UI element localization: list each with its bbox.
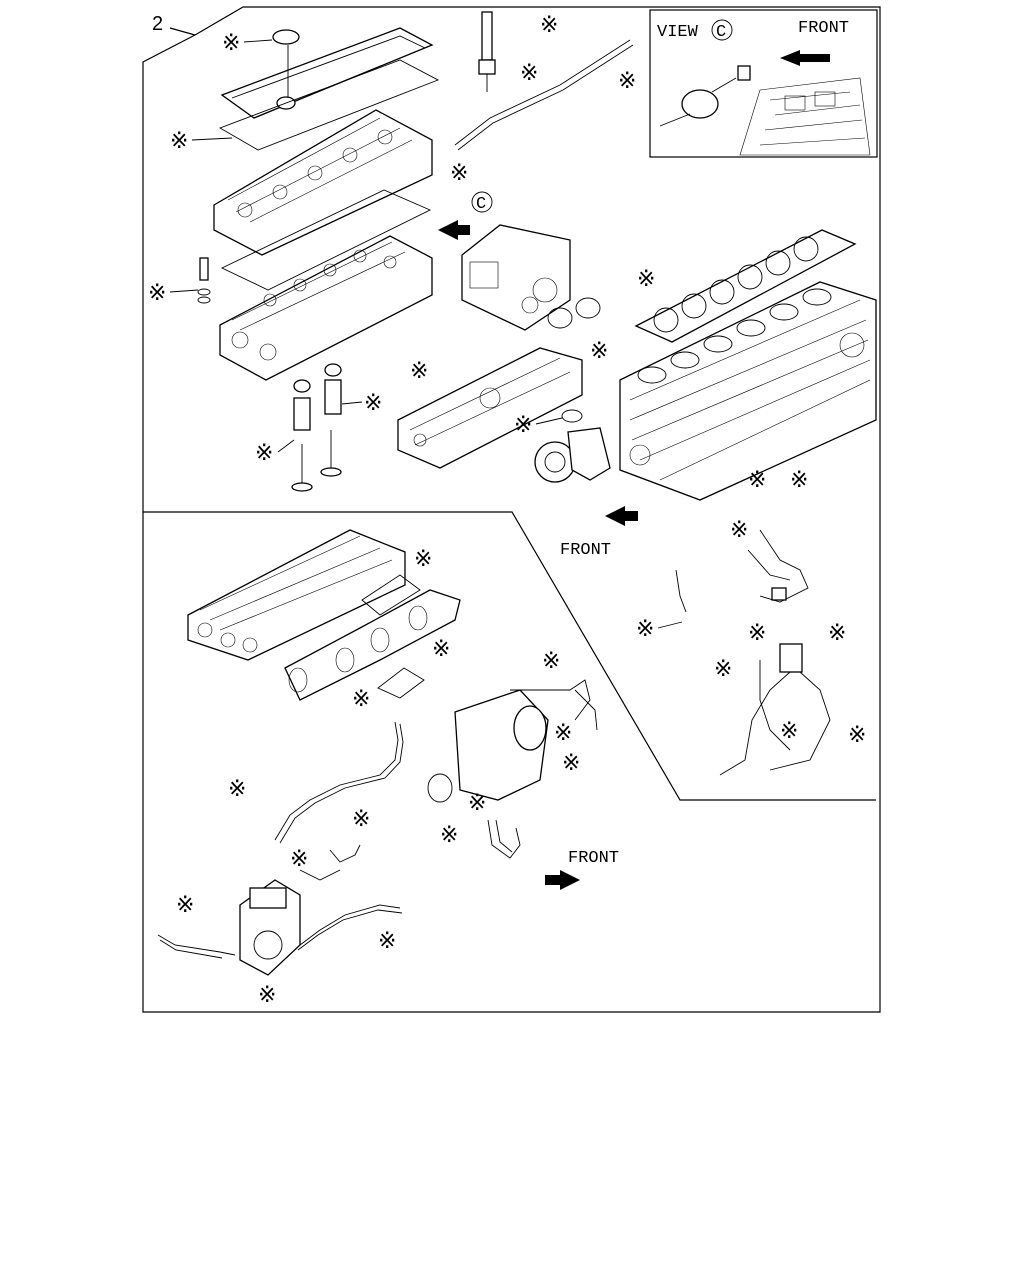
kit-marker: ※ [432,637,450,662]
kit-marker: ※ [440,823,458,848]
cylinder-head [219,235,433,381]
kit-marker: ※ [290,847,308,872]
kit-marker: ※ [148,281,166,306]
oil-lines-lower-right [719,643,831,776]
kit-marker: ※ [514,413,532,438]
camshaft-carrier [213,109,433,256]
front-arrow-lower [545,870,580,890]
kit-marker: ※ [352,687,370,712]
kit-marker: ※ [170,129,188,154]
exhaust-manifold [284,589,461,701]
kit-marker: ※ [848,723,866,748]
outer-frame [142,6,881,1013]
cylinder-block [619,281,877,501]
exhaust-manifold-gasket [361,574,421,616]
kit-markers: ※ ※ ※ ※ ※ ※ ※ ※ ※ ※ ※ ※ ※ ※ ※ ※ ※ ※ ※ ※ … [148,13,866,1008]
kit-marker: ※ [748,621,766,646]
view-label: VIEW [657,23,699,42]
front-label-inset: FRONT [798,19,849,38]
turbo-oring [427,773,453,803]
water-pump [534,409,611,483]
valve-assembly [291,363,342,492]
fuel-injector [478,11,496,92]
front-arrow-inset [780,50,830,66]
kit-marker: ※ [222,31,240,56]
kit-marker: ※ [618,69,636,94]
coolant-line [274,721,404,844]
small-pipes [299,844,361,881]
kit-marker: ※ [714,657,732,682]
front-housing [461,224,601,331]
kit-marker: ※ [730,518,748,543]
cylinder-head-lower [187,529,406,661]
oil-feed-pipe [510,679,598,731]
kit-marker: ※ [554,721,572,746]
compressor-lines [157,904,403,959]
view-letter: C [716,23,726,42]
injector-harness [454,39,634,151]
kit-marker: ※ [176,893,194,918]
kit-marker: ※ [468,791,486,816]
kit-marker: ※ [450,161,468,186]
kit-marker: ※ [378,929,396,954]
kit-marker: ※ [258,983,276,1008]
cam-carrier-gasket [220,189,432,291]
front-arrow-middle [605,506,638,526]
kit-marker: ※ [255,441,273,466]
oil-filler-cap [272,29,300,45]
kit-marker: ※ [228,777,246,802]
air-compressor [239,879,301,976]
kit-marker: ※ [828,621,846,646]
kit-marker: ※ [414,547,432,572]
kit-marker: ※ [410,359,428,384]
kit-marker: ※ [520,61,538,86]
head-gasket [634,229,857,343]
section-divider [143,511,876,801]
head-cover-gasket [218,59,440,151]
kit-marker: ※ [540,13,558,38]
front-label-middle: FRONT [560,541,611,560]
kit-marker: ※ [780,719,798,744]
kit-marker: ※ [364,391,382,416]
kit-marker: ※ [562,751,580,776]
turbocharger [454,689,549,801]
turbo-gasket [377,667,425,699]
oil-return-pipe [487,819,521,859]
front-label-lower: FRONT [568,849,619,868]
oil-lines-upper-right [675,529,809,613]
sensor-left [197,257,211,304]
kit-marker: ※ [790,468,808,493]
kit-marker: ※ [748,468,766,493]
kit-marker: ※ [637,267,655,292]
view-c-inset: VIEW C FRONT [649,9,878,158]
callout-arrow [438,220,470,240]
cylinder-head-cover [220,27,434,119]
callout-c: C [438,191,493,240]
intake-manifold [397,347,583,469]
callout-letter: C [476,195,486,214]
kit-marker: ※ [352,807,370,832]
kit-marker: ※ [636,617,654,642]
assembly-number: 2 [152,13,163,35]
kit-marker: ※ [590,339,608,364]
kit-marker: ※ [542,649,560,674]
